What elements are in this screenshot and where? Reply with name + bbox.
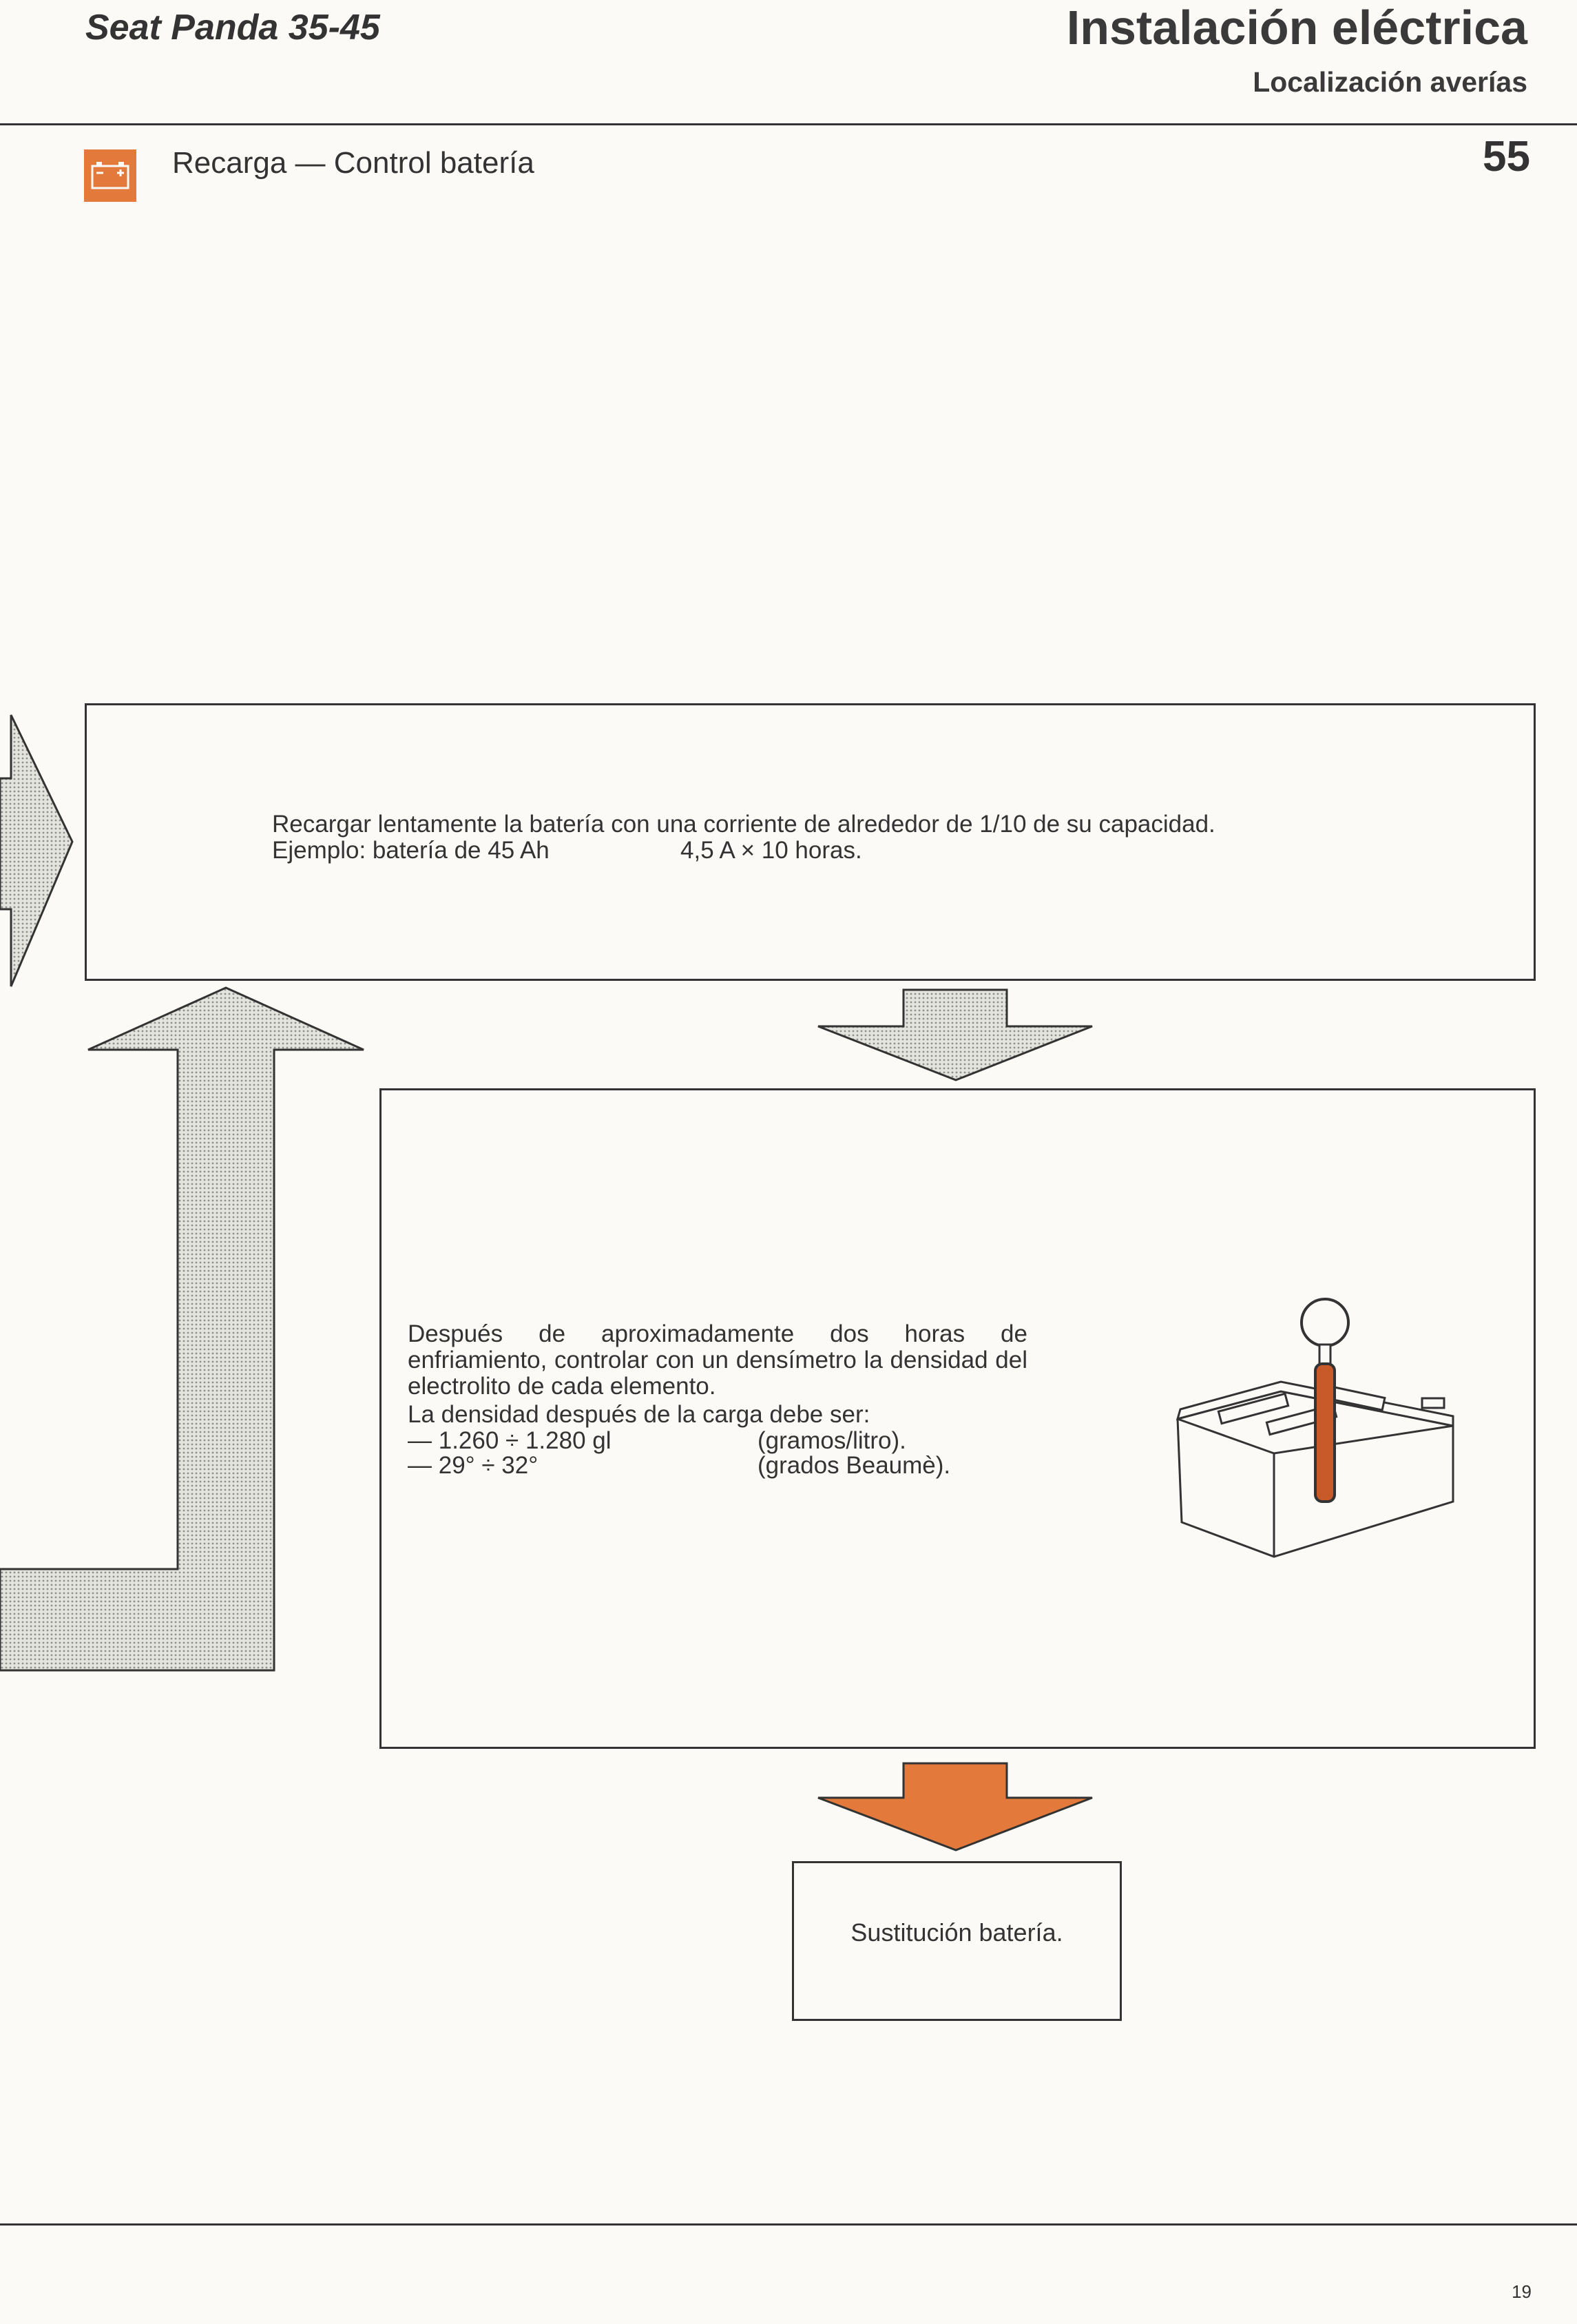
return-arrow (0, 986, 364, 1672)
brand-title: Seat Panda 35-45 (85, 8, 380, 48)
density-unit-baume: (grados Beaumè). (758, 1452, 951, 1479)
recharge-step-box (85, 703, 1536, 981)
density-target-label: La densidad después de la carga debe ser… (408, 1401, 870, 1428)
density-value-gl: — 1.260 ÷ 1.280 gl (408, 1427, 612, 1454)
replace-battery-box (792, 1861, 1122, 2021)
header-divider (0, 123, 1577, 125)
section-title: Instalación eléctrica (1066, 1, 1527, 54)
subsection-title: Localización averías (1253, 66, 1527, 98)
procedure-title: Recarga — Control batería (172, 146, 534, 180)
recharge-example-label: Ejemplo: batería de 45 Ah (272, 837, 550, 864)
folio-number: 19 (1512, 2281, 1532, 2302)
page-number: 55 (1483, 133, 1530, 180)
replace-battery-label: Sustitución batería. (850, 1918, 1063, 1947)
battery-hydrometer-icon (1176, 1298, 1454, 1558)
density-instruction: Después de aproximadamente dos horas de … (408, 1320, 1027, 1400)
down-arrow-final (817, 1762, 1093, 1851)
incoming-arrow (0, 714, 74, 987)
density-value-baume: — 29° ÷ 32° (408, 1452, 539, 1479)
battery-icon (84, 149, 136, 202)
down-arrow-1 (817, 988, 1093, 1081)
density-unit-gl: (gramos/litro). (758, 1427, 906, 1454)
recharge-instruction: Recargar lentamente la batería con una c… (272, 811, 1215, 838)
footer-divider (0, 2223, 1577, 2226)
recharge-example-value: 4,5 A × 10 horas. (680, 837, 862, 864)
